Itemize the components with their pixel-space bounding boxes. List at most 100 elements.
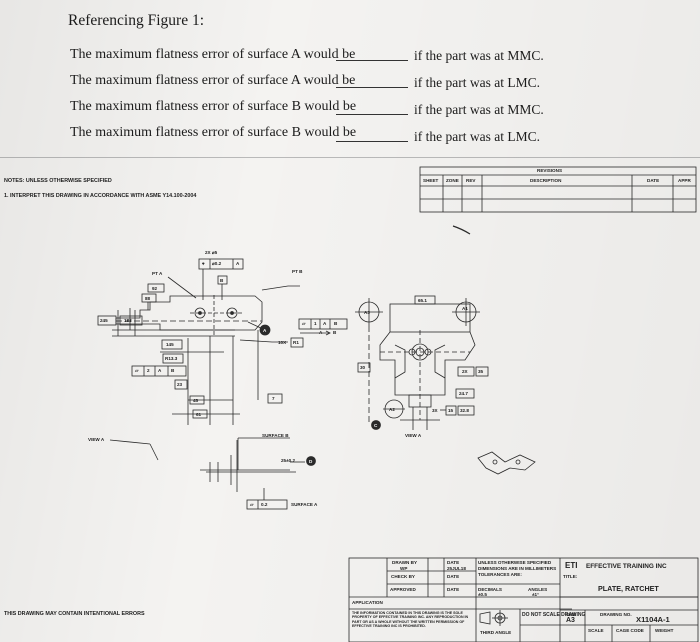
- answer-blank-3[interactable]: [336, 114, 408, 115]
- datum-b-arrow-label: B: [333, 330, 337, 335]
- tb-dims-mm: DIMENSIONS ARE IN MILLIMETERS: [478, 566, 557, 571]
- datum-a-circle: A: [263, 328, 267, 333]
- dim-245: 245: [100, 318, 108, 323]
- notes-item-1: 1. INTERPRET THIS DRAWING IN ACCORDANCE …: [4, 193, 197, 199]
- dim-10x: 10X: [278, 340, 287, 345]
- dim-88: 88: [145, 296, 151, 301]
- tb-size-label: SIZE: [566, 612, 577, 617]
- tb-company-name: EFFECTIVE TRAINING INC: [586, 563, 667, 570]
- right-fcf-datum-b: B: [334, 321, 338, 326]
- tb-date2-label: DATE: [447, 574, 460, 579]
- dim-3x: 3X: [432, 408, 438, 413]
- tb-check-by: CHECK BY: [391, 574, 415, 579]
- tb-drawn-by: DRAWN BY: [392, 560, 418, 565]
- surface-a-fcf-symbol: ⏥: [250, 502, 254, 507]
- question-tail-1: if the part was at MMC.: [414, 48, 544, 63]
- tb-angles: ANGLES: [528, 587, 548, 592]
- question-line-1: The maximum flatness error of surface A …: [70, 47, 356, 62]
- rev-col-sheet: SHEET: [423, 178, 439, 183]
- bubble-a3: A3: [364, 310, 370, 315]
- dim-r133: R13.3: [165, 356, 178, 361]
- tb-weight-label: WEIGHT: [655, 628, 674, 633]
- page-divider: [0, 157, 700, 158]
- dim-92: 92: [152, 286, 158, 291]
- tb-date-label: DATE: [447, 560, 460, 565]
- bubble-c: C: [374, 423, 378, 428]
- tb-dwg-no: X1104A-1: [636, 615, 670, 624]
- datum-a-arrow-label: A: [319, 330, 323, 335]
- question-tail-2: if the part was at LMC.: [414, 75, 540, 90]
- tb-date3-label: DATE: [447, 587, 460, 592]
- pt-b-label: PT B: [292, 269, 303, 274]
- rev-col-description: DESCRIPTION: [530, 178, 562, 183]
- tb-drawn-value: WP: [400, 566, 408, 571]
- hole-fcf-symbol: ⌖: [202, 261, 205, 266]
- dim-35: 35: [478, 369, 484, 374]
- view-a-left-label: VIEW A: [88, 437, 105, 442]
- tb-unless: UNLESS OTHERWISE SPECIFIED: [478, 560, 552, 565]
- dim-145: 145: [166, 342, 174, 347]
- tb-cage-label: CAGE CODE: [616, 628, 644, 633]
- answer-blank-4[interactable]: [336, 141, 408, 142]
- surface-a-label: SURFACE A: [291, 502, 318, 507]
- right-fcf-datum-a: A: [323, 321, 327, 326]
- pt-a-label: PT A: [152, 271, 163, 276]
- dim-32-8: 32.8: [460, 408, 469, 413]
- tb-proprietary: THE INFORMATION CONTAINED IN THIS DRAWIN…: [352, 611, 469, 629]
- answer-blank-1[interactable]: [336, 60, 408, 61]
- tb-title-label: TITLE:: [563, 574, 578, 579]
- notes-heading: NOTES: UNLESS OTHERWISE SPECIFIED: [4, 178, 112, 184]
- tb-decimals: DECIMALS: [478, 587, 502, 592]
- right-fcf-tolerance: 1: [314, 321, 317, 326]
- question-line-2: The maximum flatness error of surface A …: [70, 73, 356, 88]
- dim-30: 30: [360, 365, 366, 370]
- surface-b-label: SURFACE B: [262, 433, 289, 438]
- left-fcf-datum-b: B: [171, 368, 175, 373]
- dim-2x: 2X: [462, 369, 468, 374]
- dim-25: 25±0.2: [281, 458, 296, 463]
- title-block-frame: [348, 557, 699, 642]
- tb-application: APPLICATION: [352, 600, 383, 605]
- tb-approved: APPROVED: [390, 587, 416, 592]
- tb-tolerances: TOLERANCES ARE:: [478, 572, 522, 577]
- rev-col-rev: REV: [466, 178, 476, 183]
- intentional-errors-note: THIS DRAWING MAY CONTAIN INTENTIONAL ERR…: [4, 611, 145, 617]
- tb-company-mark: ETI: [565, 561, 578, 570]
- dim-45: 45: [193, 398, 199, 403]
- hole-fcf-tolerance: ⌀0.2: [212, 261, 222, 266]
- question-tail-3: if the part was at MMC.: [414, 102, 544, 117]
- tb-do-not-scale: DO NOT SCALE DRAWING: [522, 612, 586, 618]
- view-a-right-label: VIEW A: [405, 433, 422, 438]
- dim-23: 23: [177, 382, 183, 387]
- bubble-d: D: [309, 459, 313, 464]
- question-title: Referencing Figure 1:: [68, 12, 205, 29]
- surface-a-fcf-tolerance: 0.2: [261, 502, 268, 507]
- rev-col-zone: ZONE: [446, 178, 459, 183]
- tb-title: PLATE, RATCHET: [598, 584, 659, 593]
- hole-count-label: 2X ⌀5: [205, 250, 218, 255]
- left-fcf-symbol: ⏥: [135, 368, 139, 373]
- left-fcf-tolerance: 2: [147, 368, 150, 373]
- dim-15: 15: [448, 408, 454, 413]
- right-fcf-symbol: ⏥: [302, 321, 306, 326]
- tb-date-value: 25JUL18: [447, 566, 466, 571]
- question-line-3: The maximum flatness error of surface B …: [70, 99, 357, 114]
- tb-scale-label: SCALE: [588, 628, 604, 633]
- bubble-a1: A1: [462, 306, 468, 311]
- rev-col-date: DATE: [647, 178, 660, 183]
- answer-blank-2[interactable]: [336, 87, 408, 88]
- tb-decimals-value: ±0.5: [478, 592, 487, 597]
- left-fcf-datum-a: A: [158, 368, 162, 373]
- question-tail-4: if the part was at LMC.: [414, 129, 540, 144]
- rev-col-appr: APPR: [678, 178, 691, 183]
- dim-65-1: 65.1: [418, 298, 427, 303]
- datum-b-flag: B: [220, 278, 224, 283]
- revision-block: [419, 166, 697, 213]
- tb-angles-value: ±1°: [532, 592, 539, 597]
- revisions-title: REVISIONS: [537, 168, 563, 173]
- tb-dwg-label: DRAWING NO.: [600, 612, 632, 617]
- dim-24-7: 24.7: [459, 391, 468, 396]
- dim-7: 7: [272, 396, 275, 401]
- question-line-4: The maximum flatness error of surface B …: [70, 125, 357, 140]
